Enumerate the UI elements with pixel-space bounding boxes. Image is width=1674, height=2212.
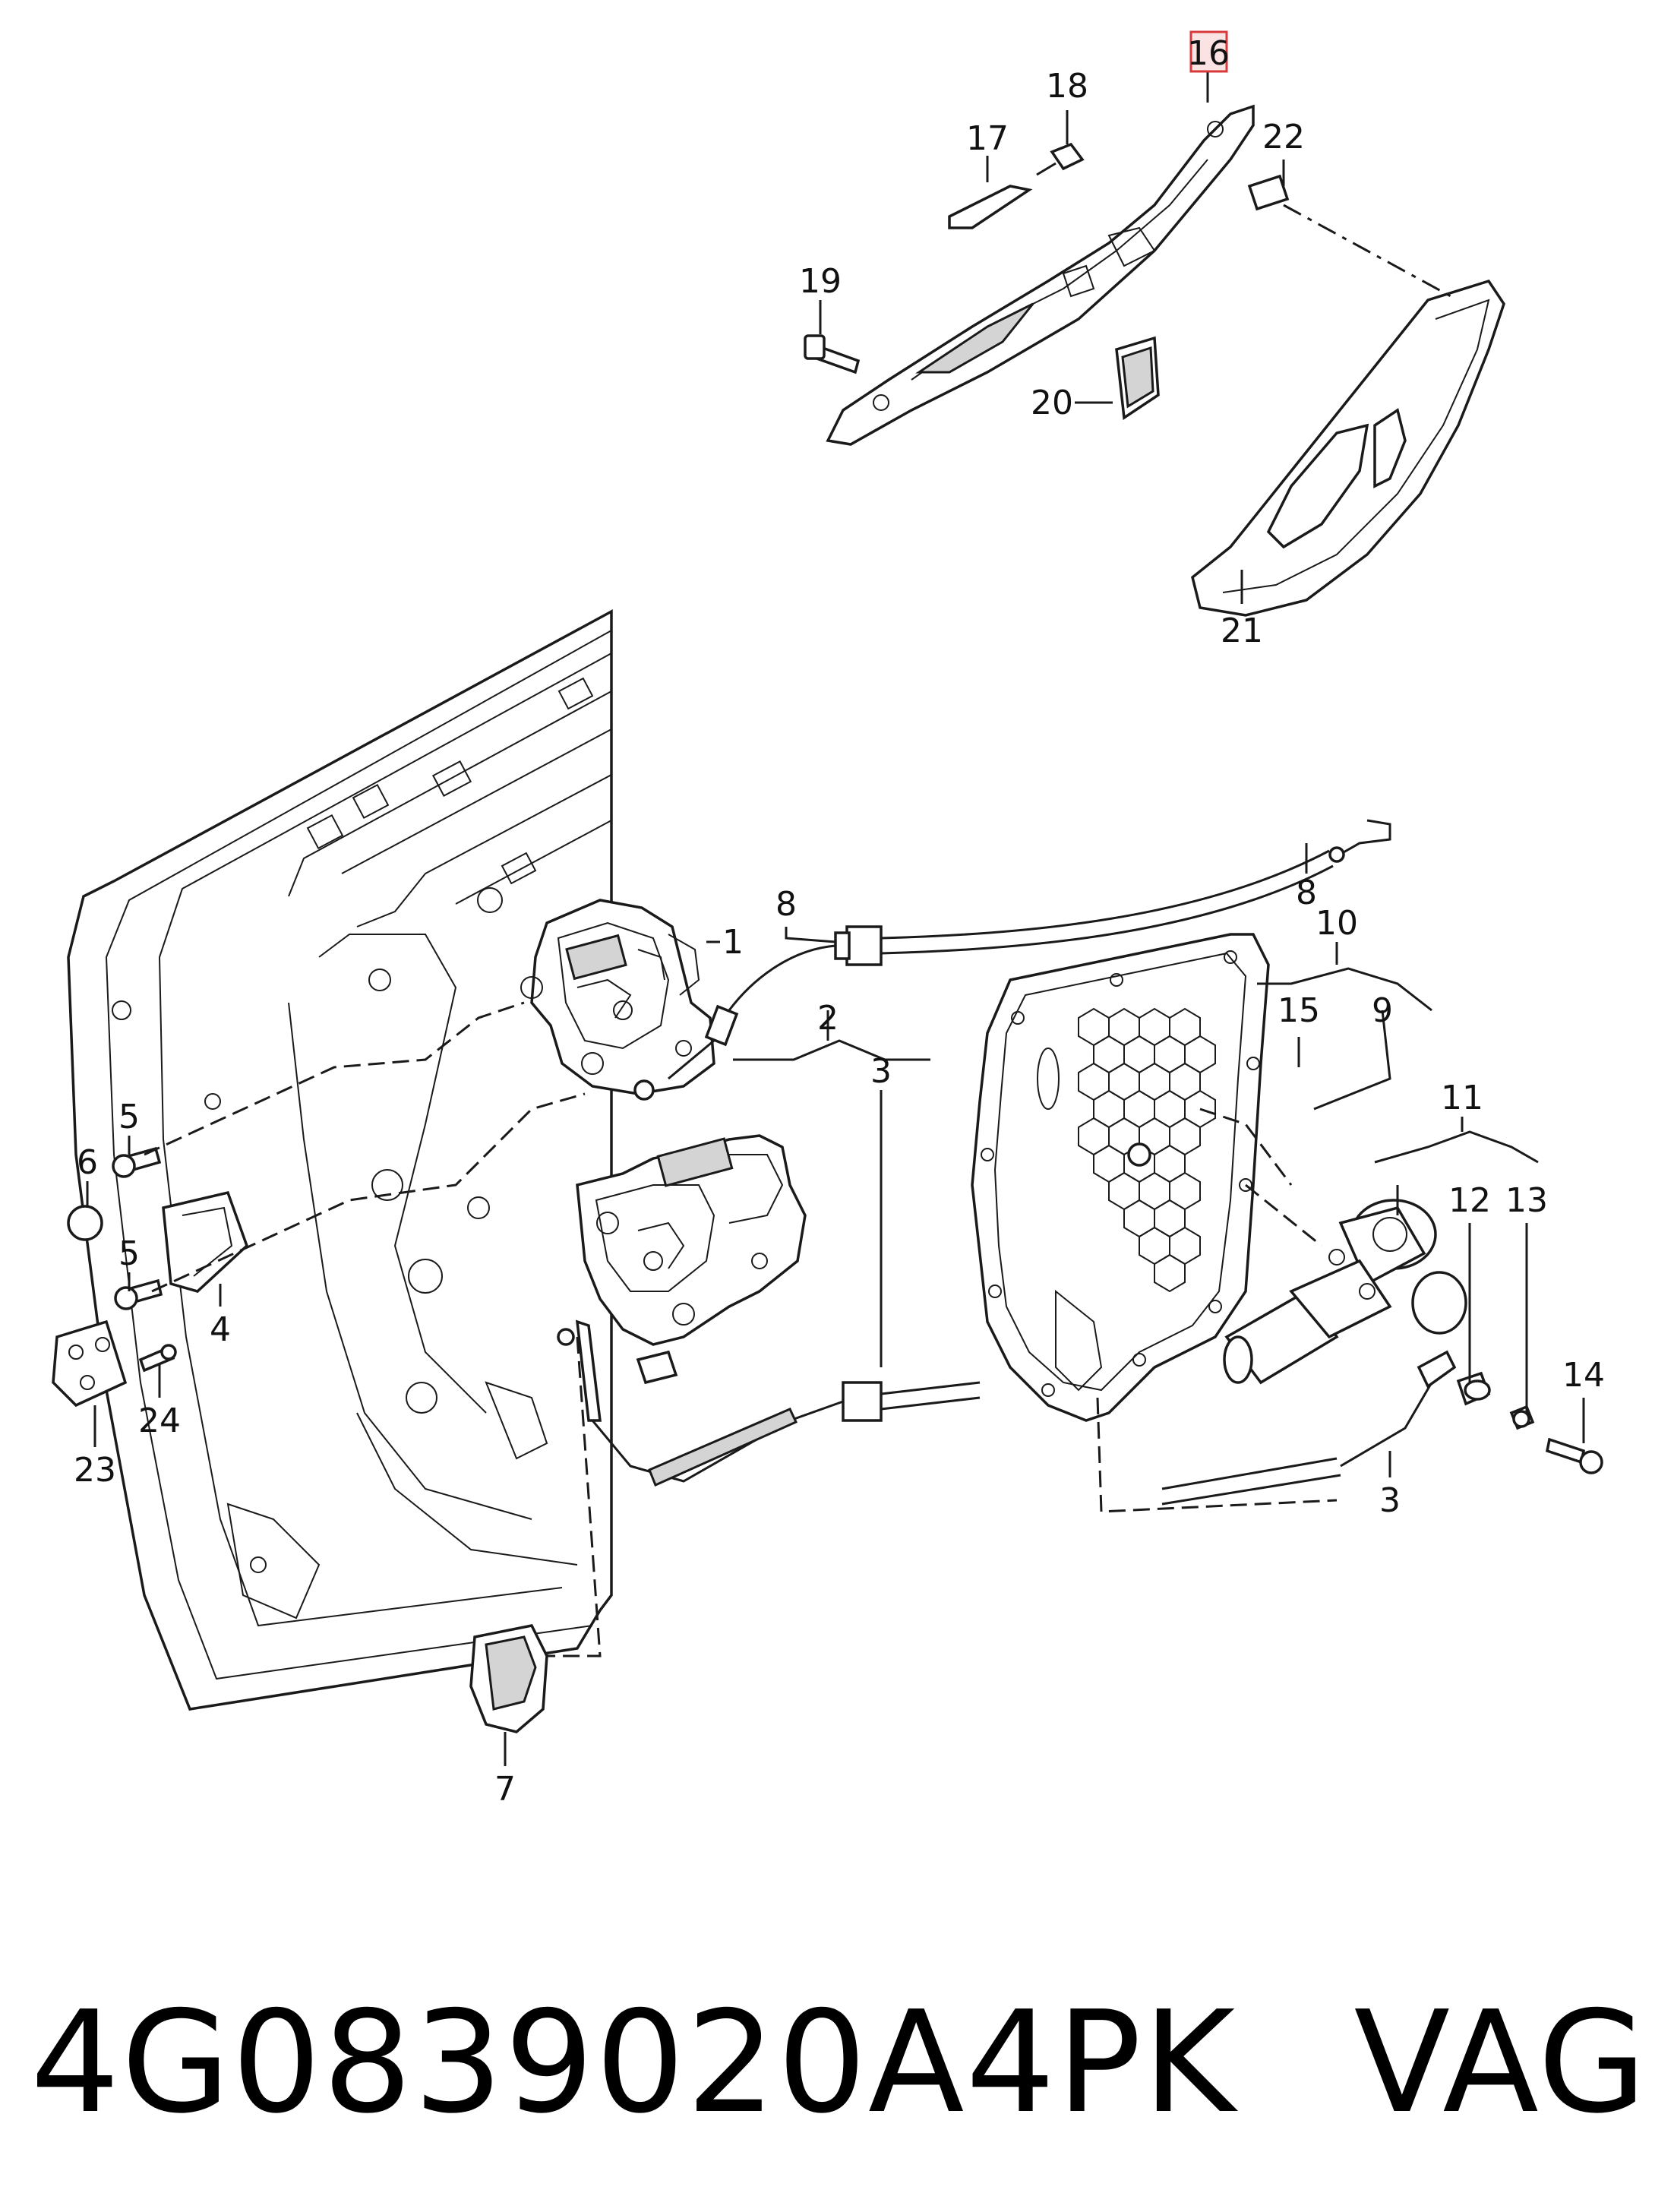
callout-9[interactable]: 9 bbox=[1372, 991, 1393, 1030]
door-frame bbox=[67, 609, 613, 1711]
callout-3-bottom[interactable]: 3 bbox=[1379, 1481, 1401, 1520]
callout-24[interactable]: 24 bbox=[138, 1401, 181, 1440]
callout-19[interactable]: 19 bbox=[799, 262, 842, 301]
lock-cover-7 bbox=[469, 1624, 548, 1733]
callout-5-top[interactable]: 5 bbox=[118, 1098, 140, 1136]
door-module-carrier bbox=[971, 933, 1270, 1422]
cable-8 bbox=[668, 819, 1391, 1080]
brand-name: VAG bbox=[1353, 1980, 1648, 2144]
part-number: 4G0839020A4PK bbox=[30, 1980, 1237, 2144]
callout-13[interactable]: 13 bbox=[1505, 1181, 1548, 1220]
callout-18[interactable]: 18 bbox=[1046, 67, 1088, 106]
callout-21[interactable]: 21 bbox=[1221, 611, 1263, 650]
door-latch-2 bbox=[576, 1134, 807, 1385]
callout-20[interactable]: 20 bbox=[1031, 384, 1073, 422]
callout-15[interactable]: 15 bbox=[1278, 991, 1320, 1030]
small-parts-left bbox=[52, 1146, 249, 1408]
window-regulator-motor bbox=[1223, 1199, 1467, 1385]
honeycomb-pattern bbox=[1078, 1007, 1216, 1293]
door-trim-21 bbox=[1191, 279, 1505, 617]
callout-22[interactable]: 22 bbox=[1262, 118, 1305, 156]
cap-20 bbox=[1115, 336, 1160, 421]
callout-3-top[interactable]: 3 bbox=[870, 1052, 892, 1091]
callout-1[interactable]: 1 bbox=[722, 923, 744, 962]
door-handle-bezel-16 bbox=[826, 104, 1255, 446]
cable-3 bbox=[557, 1319, 1457, 1506]
exploded-parts-diagram: 16 18 17 22 19 20 21 1 8 8 10 15 9 2 3 1… bbox=[52, 30, 1605, 1809]
leader-lines bbox=[144, 204, 1451, 1657]
callout-4[interactable]: 4 bbox=[210, 1310, 231, 1349]
small-fasteners-right bbox=[1456, 1371, 1603, 1474]
handle-insert-17-18 bbox=[948, 142, 1085, 229]
callout-6[interactable]: 6 bbox=[77, 1143, 98, 1182]
callout-23[interactable]: 23 bbox=[74, 1451, 116, 1490]
callout-16[interactable]: 16 bbox=[1187, 34, 1230, 73]
callout-5-bottom[interactable]: 5 bbox=[118, 1234, 140, 1273]
screw-19 bbox=[804, 334, 861, 374]
callout-7[interactable]: 7 bbox=[494, 1770, 516, 1809]
callout-16-highlight bbox=[1189, 30, 1228, 73]
callout-17[interactable]: 17 bbox=[966, 119, 1009, 158]
callout-11[interactable]: 11 bbox=[1441, 1079, 1483, 1117]
door-latch-1 bbox=[520, 899, 715, 1101]
callout-8-left[interactable]: 8 bbox=[775, 885, 797, 924]
callout-numbers: 16 18 17 22 19 20 21 1 8 8 10 15 9 2 3 1… bbox=[74, 30, 1605, 1809]
callout-10[interactable]: 10 bbox=[1316, 904, 1358, 943]
callout-12[interactable]: 12 bbox=[1448, 1181, 1491, 1220]
clip-22 bbox=[1247, 174, 1290, 211]
callout-8-right[interactable]: 8 bbox=[1296, 874, 1317, 912]
callout-leaders bbox=[86, 53, 1585, 1766]
callout-2[interactable]: 2 bbox=[817, 999, 839, 1038]
callout-14[interactable]: 14 bbox=[1562, 1356, 1605, 1395]
part-number-footer: 4G0839020A4PK VAG bbox=[30, 1964, 1648, 2161]
